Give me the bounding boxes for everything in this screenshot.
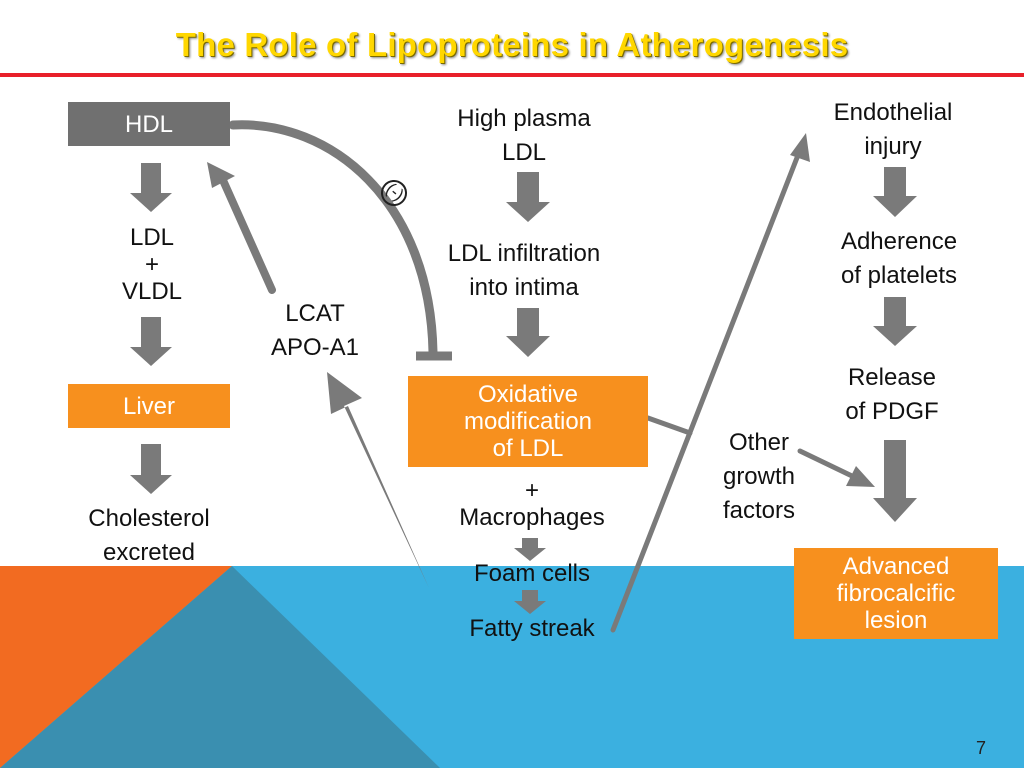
title-underline bbox=[0, 73, 1024, 77]
cholesterol-excreted-label: Cholesterol excreted bbox=[88, 505, 210, 566]
foam-cells-label: Foam cells bbox=[473, 560, 591, 587]
line-fatty-to-endothelial bbox=[610, 147, 803, 633]
line-lcat-to-hdl bbox=[218, 174, 276, 294]
slide-title: The Role of Lipoproteins in Atherogenesi… bbox=[175, 26, 849, 63]
line-oxidative-connector bbox=[645, 415, 693, 436]
arrowhead-endothelial bbox=[790, 133, 810, 162]
release-pdgf-label: Release of PDGF bbox=[845, 364, 939, 425]
endothelial-injury-label: Endothelial injury bbox=[833, 99, 953, 160]
liver-box: Liver bbox=[68, 384, 230, 428]
fatty-streak-label: Fatty streak bbox=[469, 615, 595, 642]
adherence-platelets-label: Adherence of platelets bbox=[840, 228, 958, 289]
high-plasma-ldl-label: High plasma LDL bbox=[457, 105, 591, 166]
background-teal-triangle bbox=[0, 566, 440, 768]
arrow-macrophages-to-foam bbox=[514, 538, 546, 561]
advanced-lesion-box: Advanced fibrocalcific lesion bbox=[794, 548, 998, 639]
oxidative-modification-box: Oxidative modification of LDL bbox=[408, 376, 648, 467]
arrow-plasma-to-infiltration bbox=[506, 172, 550, 222]
arrow-endothelial-to-adherence bbox=[873, 167, 917, 217]
arrow-adherence-to-pdgf bbox=[873, 297, 917, 346]
arrow-infiltration-to-oxidative bbox=[506, 308, 550, 357]
arrow-foam-to-lcat bbox=[327, 372, 448, 588]
hdl-inhibition-curve bbox=[228, 120, 438, 357]
ldl-vldl-label: LDL + VLDL bbox=[121, 224, 183, 305]
ldl-infiltration-label: LDL infiltration into intima bbox=[447, 240, 601, 301]
line-growth-factors bbox=[797, 448, 855, 479]
lcat-apo-label: LCAT APO-A1 bbox=[270, 300, 360, 361]
page-number: 7 bbox=[975, 738, 986, 758]
arrow-hdl-to-ldl bbox=[130, 163, 172, 212]
arrowhead-hdl bbox=[207, 162, 235, 188]
other-growth-factors-label: Other growth factors bbox=[722, 429, 796, 524]
arrow-liver-to-cholesterol bbox=[130, 444, 172, 494]
arrow-pdgf-to-advanced bbox=[873, 440, 917, 522]
arrow-foam-to-fatty bbox=[514, 590, 546, 614]
hdl-box: HDL bbox=[68, 102, 230, 146]
macrophages-label: + Macrophages bbox=[459, 477, 605, 531]
arrow-ldl-to-liver bbox=[130, 317, 172, 366]
arrowhead-growth bbox=[846, 466, 875, 487]
